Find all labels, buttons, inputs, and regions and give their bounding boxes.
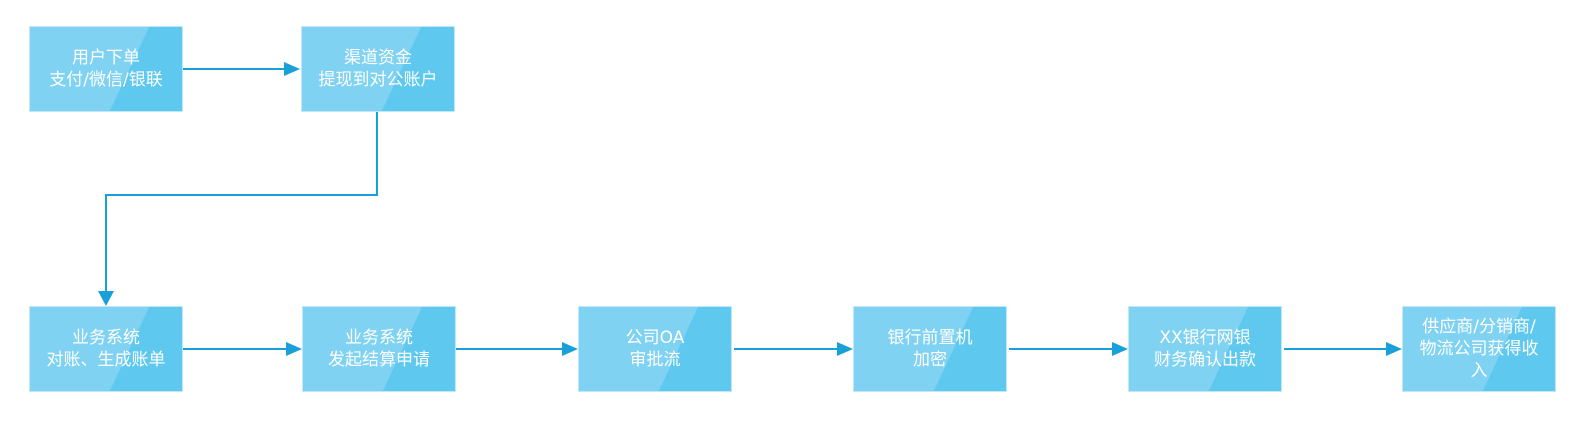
node-label: 财务确认出款 [1154, 350, 1256, 370]
arrowhead-icon [562, 342, 578, 356]
node-label: 对账、生成账单 [46, 350, 166, 370]
node-settlement-request[interactable]: 业务系统 发起结算申请 [302, 306, 456, 392]
node-business-reconciliation[interactable]: 业务系统 对账、生成账单 [29, 306, 183, 392]
node-oa-approval[interactable]: 公司OA 审批流 [578, 306, 732, 392]
node-label: 支付/微信/银联 [49, 70, 163, 90]
arrowhead-icon [1112, 342, 1128, 356]
node-label: 入 [1470, 361, 1488, 381]
arrowhead-icon [837, 342, 853, 356]
node-label: 业务系统 [345, 328, 413, 348]
node-label: XX银行网银 [1159, 328, 1251, 348]
edge-n2-n3 [105, 112, 378, 293]
node-label: 公司OA [625, 328, 685, 348]
node-label: 审批流 [629, 350, 681, 370]
node-label: 业务系统 [72, 328, 140, 348]
arrowhead-icon [286, 342, 302, 356]
node-label: 用户下单 [72, 48, 140, 68]
node-label: 发起结算申请 [328, 350, 430, 370]
arrowhead-icon [284, 62, 300, 76]
node-channel-funds-withdrawal[interactable]: 渠道资金 提现到对公账户 [301, 26, 455, 112]
node-bank-front-encryption[interactable]: 银行前置机 加密 [853, 306, 1007, 392]
arrowhead-icon [1386, 342, 1402, 356]
node-label: 供应商/分销商/ [1422, 317, 1536, 337]
node-user-order-payment[interactable]: 用户下单 支付/微信/银联 [29, 26, 183, 112]
node-label: 渠道资金 [344, 48, 412, 68]
node-label: 加密 [913, 350, 947, 370]
arrowhead-icon [98, 291, 114, 306]
node-supplier-income[interactable]: 供应商/分销商/ 物流公司获得收 入 [1402, 306, 1556, 392]
node-online-banking-payout[interactable]: XX银行网银 财务确认出款 [1128, 306, 1282, 392]
node-label: 物流公司获得收 [1419, 339, 1539, 359]
node-label: 银行前置机 [887, 328, 973, 348]
node-label: 提现到对公账户 [318, 70, 438, 90]
